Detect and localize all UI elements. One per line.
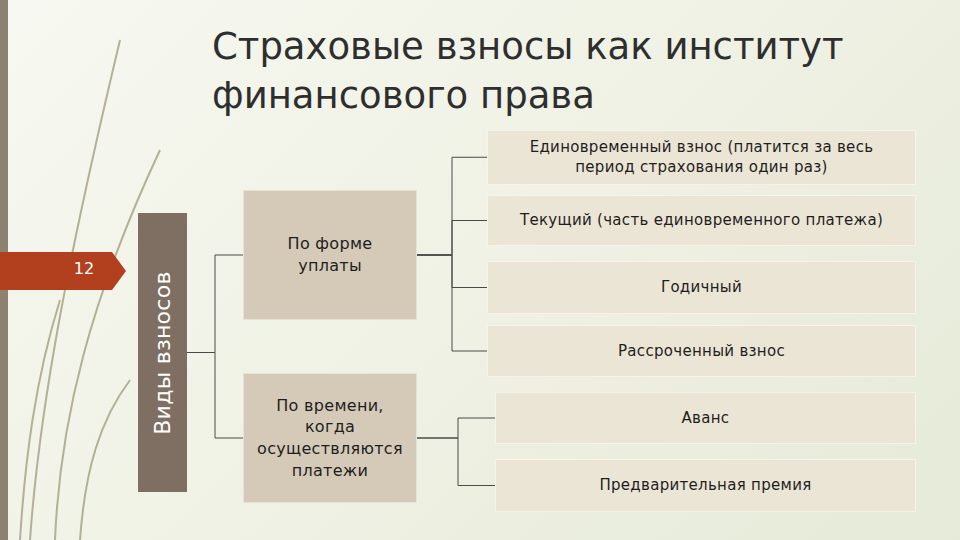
group-box: По времени, когда осуществляются платежи [243, 373, 417, 503]
box-text: Текущий (часть единовременного платежа) [520, 210, 883, 230]
box-text: Аванс [682, 408, 730, 428]
connector [187, 255, 243, 353]
connector [417, 418, 495, 438]
connector [417, 157, 487, 255]
box-text: Предварительная премия [599, 475, 811, 495]
box-text: По форме уплаты [256, 233, 404, 276]
page-number: 12 [64, 259, 104, 278]
item-box: Рассроченный взнос [487, 325, 916, 377]
item-box: Годичный [487, 261, 916, 314]
page-marker [0, 252, 126, 290]
item-box: Текущий (часть единовременного платежа) [487, 195, 916, 246]
box-text: Виды взносов [148, 271, 178, 435]
connector [417, 438, 495, 486]
box-text: Годичный [661, 277, 742, 297]
item-box: Единовременный взнос (платится за весь п… [487, 130, 916, 185]
category-box: Виды взносов [138, 213, 187, 492]
box-text: Единовременный взнос (платится за весь п… [500, 137, 903, 178]
box-text: Рассроченный взнос [618, 341, 785, 361]
box-text: По времени, когда осуществляются платежи [256, 395, 404, 481]
item-box: Предварительная премия [495, 459, 916, 512]
group-box: По форме уплаты [243, 190, 417, 320]
connector [417, 221, 487, 256]
connector [417, 255, 487, 351]
connector [187, 353, 243, 439]
slide-title: Страховые взносы как институт финансовог… [212, 22, 932, 120]
item-box: Аванс [495, 392, 916, 444]
